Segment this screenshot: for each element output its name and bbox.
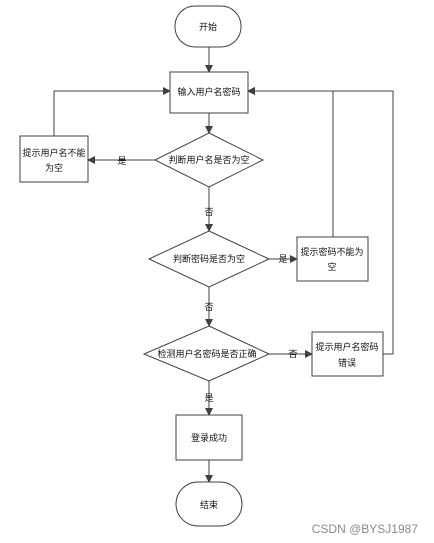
node-login-success: 登录成功 [175, 414, 243, 461]
node-check-credentials-label: 检测用户名密码是否正确 [157, 348, 256, 360]
watermark: CSDN @BYSJ1987 [312, 522, 419, 536]
node-start-label: 开始 [199, 21, 217, 33]
node-username-empty-label-2: 为空 [45, 162, 63, 174]
edge-label-no-credentials: 否 [288, 349, 297, 360]
edge-password-empty-loopback [247, 87, 334, 237]
node-username-empty-label-1: 提示用户名不能 [22, 147, 85, 159]
node-end: 结束 [175, 481, 243, 527]
node-check-password: 判断密码是否为空 [147, 230, 271, 288]
node-input-label: 输入用户名密码 [177, 86, 240, 98]
edge-label-yes-password: 是 [278, 254, 287, 265]
node-credentials-wrong-label-1: 提示用户名密码 [315, 341, 378, 353]
node-password-empty-label-1: 提示密码不能为 [300, 246, 363, 258]
node-login-success-label: 登录成功 [191, 432, 227, 444]
edge-label-yes-username: 是 [117, 156, 126, 167]
node-check-password-label: 判断密码是否为空 [173, 253, 245, 265]
edge-label-no-password: 否 [204, 302, 213, 313]
node-password-empty-label-2: 空 [327, 261, 336, 273]
edge-label-yes-credentials: 是 [204, 393, 213, 404]
node-start: 开始 [174, 5, 242, 48]
node-end-label: 结束 [200, 499, 218, 511]
edge-credentials-wrong-loopback [247, 87, 394, 355]
edge-label-no-username: 否 [204, 207, 213, 218]
node-check-credentials: 检测用户名密码是否正确 [142, 325, 271, 382]
node-credentials-wrong-label-2: 错误 [338, 357, 356, 369]
edge-username-empty-loopback [53, 87, 171, 136]
node-check-username: 判断用户名是否为空 [153, 132, 265, 188]
node-credentials-wrong: 提示用户名密码 错误 [311, 331, 384, 377]
node-input: 输入用户名密码 [169, 71, 249, 114]
node-password-empty: 提示密码不能为 空 [296, 236, 369, 282]
node-username-empty: 提示用户名不能 为空 [19, 135, 89, 183]
node-check-username-label: 判断用户名是否为空 [168, 154, 249, 166]
